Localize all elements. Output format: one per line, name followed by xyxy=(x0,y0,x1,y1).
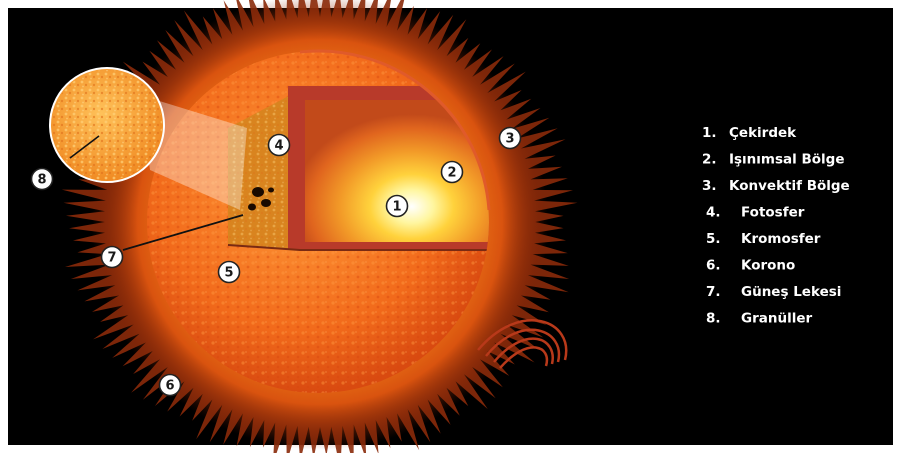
marker-photosphere: 4 xyxy=(269,135,290,156)
marker-radiative: 2 xyxy=(442,162,463,183)
legend-number: 2. xyxy=(702,152,717,168)
legend-label: Işınımsal Bölge xyxy=(729,152,844,168)
marker-label: 6 xyxy=(165,379,174,394)
legend-number: 5. xyxy=(706,231,721,247)
marker-label: 5 xyxy=(224,266,233,281)
legend-number: 1. xyxy=(702,125,717,141)
marker-granules: 8 xyxy=(32,169,53,190)
marker-label: 8 xyxy=(37,173,46,188)
marker-convective: 3 xyxy=(500,128,521,149)
legend-label: Granüller xyxy=(741,311,812,327)
legend-number: 8. xyxy=(706,311,721,327)
marker-label: 4 xyxy=(274,139,283,154)
legend-label: Fotosfer xyxy=(741,205,805,221)
legend-number: 6. xyxy=(706,258,721,274)
marker-core: 1 xyxy=(387,196,408,217)
legend-label: Kromosfer xyxy=(741,231,821,247)
legend-item: 1. Çekirdek xyxy=(702,125,797,141)
legend-number: 4. xyxy=(706,205,721,221)
marker-sunspot: 7 xyxy=(102,247,123,268)
marker-label: 2 xyxy=(447,166,456,181)
marker-label: 1 xyxy=(392,200,401,215)
legend-number: 3. xyxy=(702,178,717,194)
marker-corona: 6 xyxy=(160,375,181,396)
legend-label: Konvektif Bölge xyxy=(729,178,850,194)
legend-number: 7. xyxy=(706,284,721,300)
marker-label: 3 xyxy=(505,132,514,147)
legend-label: Çekirdek xyxy=(729,125,797,141)
legend-label: Korono xyxy=(741,258,795,274)
legend-item: 6. Korono xyxy=(706,258,795,274)
legend-label: Güneş Lekesi xyxy=(741,284,841,300)
marker-chromosphere: 5 xyxy=(219,262,240,283)
marker-label: 7 xyxy=(107,251,116,266)
